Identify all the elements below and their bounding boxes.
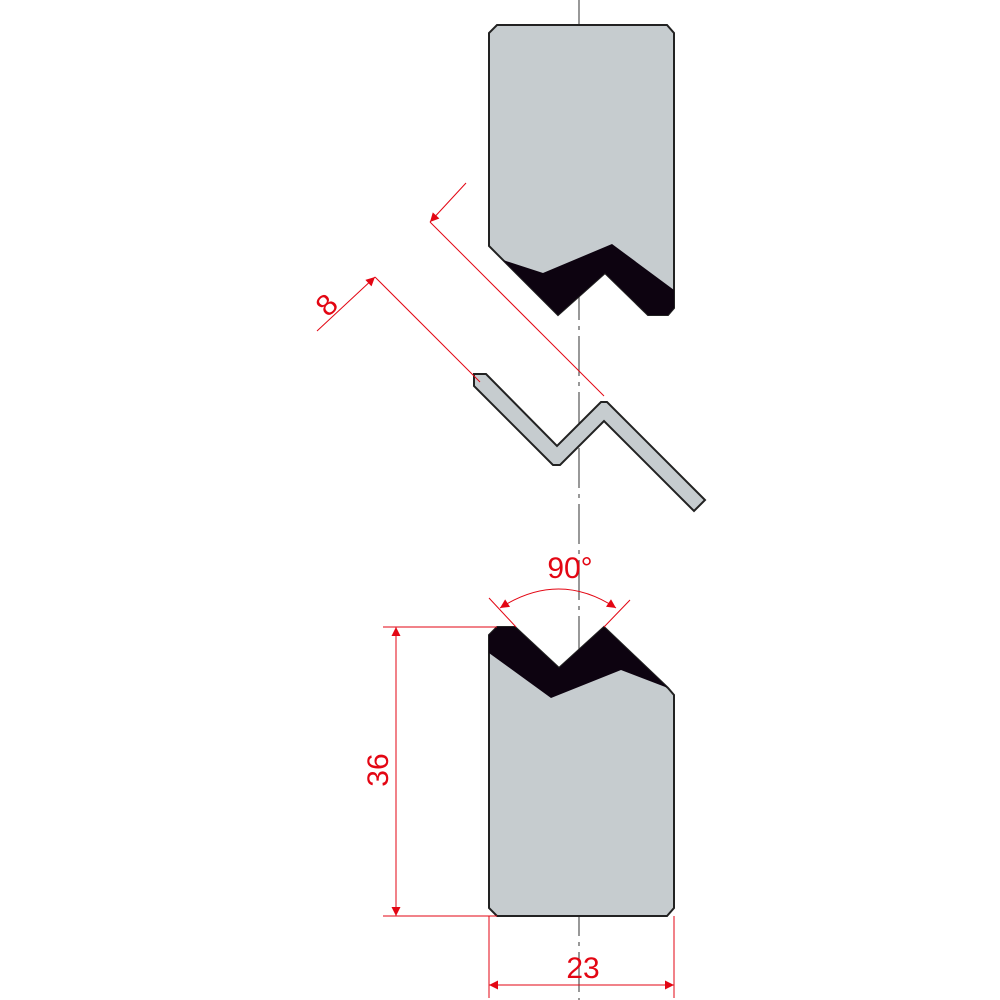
dimension-die-width: [488, 916, 675, 998]
die-angle-label: 90°: [547, 552, 592, 585]
die-top-black: [489, 627, 668, 698]
punch-tip-black: [503, 244, 674, 315]
upper-punch: [488, 24, 675, 317]
bent-sheet: [473, 373, 707, 513]
die-height-label: 36: [362, 753, 395, 786]
sheet-thickness-label: 8: [310, 288, 345, 323]
lower-die: [488, 625, 675, 917]
dimension-die-angle: [488, 588, 631, 628]
dimension-sheet-thickness: [316, 182, 605, 397]
dimension-die-height: [383, 626, 497, 917]
die-width-label: 23: [566, 952, 599, 985]
